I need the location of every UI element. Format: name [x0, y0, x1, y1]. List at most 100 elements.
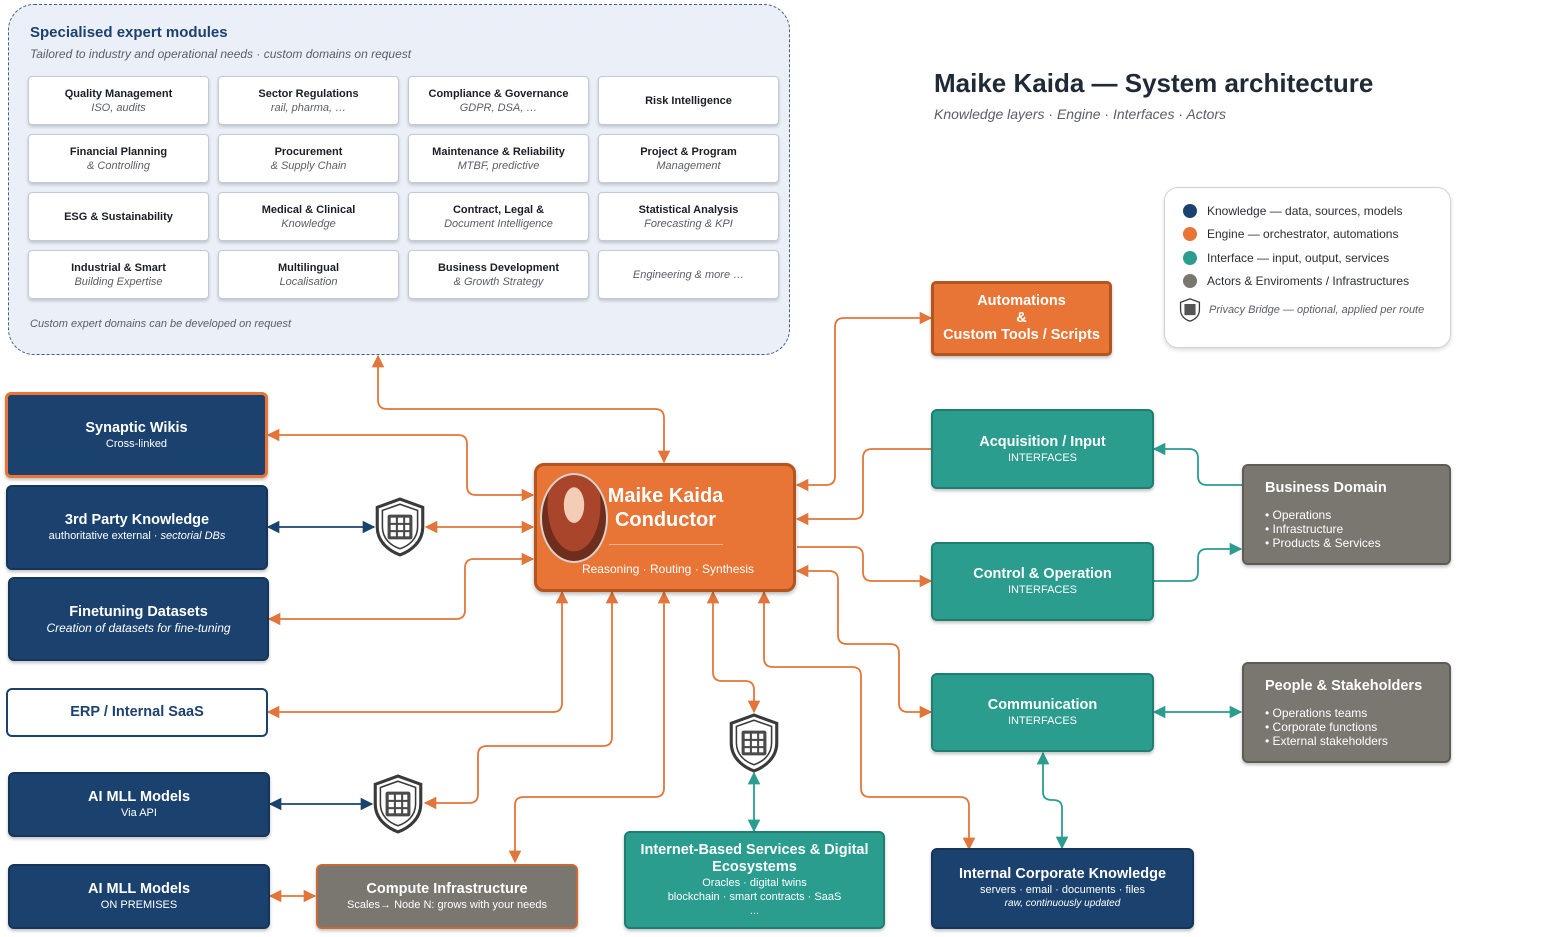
module-card[interactable]: ESG & Sustainability	[28, 192, 209, 241]
automations-line3: Custom Tools / Scripts	[943, 327, 1100, 343]
legend-swatch	[1183, 251, 1197, 265]
node-subtitle: authoritative external ·	[48, 530, 161, 542]
automations-line1: Automations	[977, 293, 1066, 309]
compute-infrastructure-node[interactable]: Compute Infrastructure Scales→ Node N: g…	[316, 864, 578, 929]
module-card-title: Contract, Legal &	[452, 203, 545, 216]
wire-comm-corporate	[1036, 751, 1069, 850]
module-card-title: Multilingual	[277, 261, 340, 274]
node-subtitle: blockchain · smart contracts · SaaS	[667, 891, 842, 903]
automations-node[interactable]: Automations & Custom Tools / Scripts	[931, 281, 1112, 356]
legend: Knowledge — data, sources, models Engine…	[1164, 187, 1451, 348]
module-card-sub: Engineering & more …	[632, 268, 745, 281]
module-card-title: Procurement	[274, 145, 343, 158]
module-card-sub: & Supply Chain	[270, 159, 347, 172]
communication-node[interactable]: Communication INTERFACES	[931, 673, 1154, 752]
third-party-knowledge-node[interactable]: 3rd Party Knowledge authoritative extern…	[6, 485, 268, 570]
erp-node[interactable]: ERP / Internal SaaS	[6, 688, 268, 737]
mll-api-node[interactable]: AI MLL Models Via API	[8, 772, 270, 837]
finetuning-datasets-node[interactable]: Finetuning Datasets Creation of datasets…	[8, 577, 269, 661]
node-subtitle: Creation of datasets for fine-tuning	[46, 620, 231, 635]
wire-automations	[795, 311, 933, 492]
wire-mll-api-shield	[423, 590, 619, 810]
business-domain-node[interactable]: Business Domain • Operations • Infrastru…	[1242, 464, 1451, 565]
node-subtitle: Cross-linked	[105, 437, 168, 450]
node-subtitle: servers · email · documents · files	[979, 884, 1146, 896]
node-title: Business Domain	[1265, 480, 1387, 496]
node-subtitle-italic: raw, continuously updated	[1004, 898, 1121, 909]
module-card-sub: Knowledge	[281, 217, 336, 230]
legend-swatch	[1183, 227, 1197, 241]
wire-control	[797, 546, 933, 588]
module-card-title: Sector Regulations	[258, 87, 359, 100]
conductor-avatar	[540, 473, 608, 563]
node-subtitle: Oracles · digital twins	[702, 877, 807, 889]
legend-item: Knowledge — data, sources, models	[1183, 204, 1402, 218]
node-subtitle: Via API	[121, 807, 157, 819]
privacy-bridge-shield-icon	[375, 497, 425, 557]
module-card-title: ESG & Sustainability	[64, 210, 173, 223]
wire-business-acq	[1152, 442, 1242, 486]
wire-erp	[266, 590, 569, 719]
internal-corporate-knowledge-node[interactable]: Internal Corporate Knowledge servers · e…	[931, 848, 1194, 929]
synaptic-wikis-node[interactable]: Synaptic Wikis Cross-linked	[5, 392, 268, 478]
node-title: Synaptic Wikis	[85, 419, 188, 436]
wire-compute	[508, 590, 671, 864]
node-list-item: • Operations teams	[1265, 706, 1368, 720]
node-list-item: • External stakeholders	[1265, 734, 1388, 748]
module-card-sub: MTBF, predictive	[457, 159, 540, 172]
node-title: Finetuning Datasets	[69, 603, 208, 620]
wire-internet-shield	[706, 590, 761, 714]
module-card-sub: Localisation	[279, 275, 338, 288]
automations-line2: &	[1016, 310, 1027, 326]
module-card[interactable]: Procurement& Supply Chain	[218, 134, 399, 183]
module-card[interactable]: Contract, Legal &Document Intelligence	[408, 192, 589, 241]
node-list-item: • Operations	[1265, 508, 1332, 522]
node-subtitle: INTERFACES	[1007, 715, 1078, 727]
module-card-title: Project & Program	[640, 145, 737, 158]
page-title: Maike Kaida — System architecture	[934, 68, 1374, 98]
internet-services-node[interactable]: Internet-Based Services & Digital Ecosys…	[624, 831, 885, 929]
module-card-title: Industrial & Smart	[71, 261, 166, 274]
legend-item: Actors & Enviroments / Infrastructures	[1183, 274, 1409, 288]
wire-finetuning	[267, 552, 535, 626]
module-card[interactable]: Business Development& Growth Strategy	[408, 250, 589, 299]
node-title: AI MLL Models	[87, 789, 191, 805]
wire-acquisition	[795, 448, 931, 526]
wire-wikis	[266, 428, 535, 502]
node-list-item: • Products & Services	[1265, 536, 1381, 550]
people-stakeholders-node[interactable]: People & Stakeholders • Operations teams…	[1242, 662, 1451, 763]
module-card[interactable]: Engineering & more …	[598, 250, 779, 299]
module-card-sub: & Growth Strategy	[453, 275, 544, 288]
module-card-title: Maintenance & Reliability	[432, 145, 565, 158]
node-subtitle: INTERFACES	[1007, 451, 1078, 464]
control-operation-node[interactable]: Control & Operation INTERFACES	[931, 542, 1154, 621]
legend-label: Engine — orchestrator, automations	[1207, 227, 1399, 241]
node-subtitle: ...	[749, 905, 760, 917]
legend-privacy-label: Privacy Bridge — optional, applied per r…	[1209, 304, 1425, 316]
legend-label: Interface — input, output, services	[1207, 251, 1390, 265]
module-card[interactable]: Financial Planning& Controlling	[28, 134, 209, 183]
acquisition-input-node[interactable]: Acquisition / Input INTERFACES	[931, 409, 1154, 489]
node-title: Compute Infrastructure	[366, 881, 528, 897]
modules-footer: Custom expert domains can be developed o…	[30, 318, 292, 330]
privacy-bridge-shield-icon	[373, 774, 423, 834]
legend-item: Interface — input, output, services	[1183, 251, 1389, 265]
module-card[interactable]: Risk Intelligence	[598, 76, 779, 125]
page-subtitle: Knowledge layers · Engine · Interfaces ·…	[934, 106, 1227, 122]
legend-label: Knowledge — data, sources, models	[1207, 204, 1403, 218]
module-card-sub: GDPR, DSA, …	[459, 101, 538, 114]
conductor-node[interactable]: Maike Kaida Conductor Reasoning · Routin…	[534, 463, 796, 592]
node-subtitle: INTERFACES	[1007, 584, 1078, 596]
mll-on-premises-node[interactable]: AI MLL Models ON PREMISES	[8, 864, 270, 929]
module-card-title: Quality Management	[64, 87, 173, 100]
node-title: People & Stakeholders	[1265, 678, 1423, 694]
